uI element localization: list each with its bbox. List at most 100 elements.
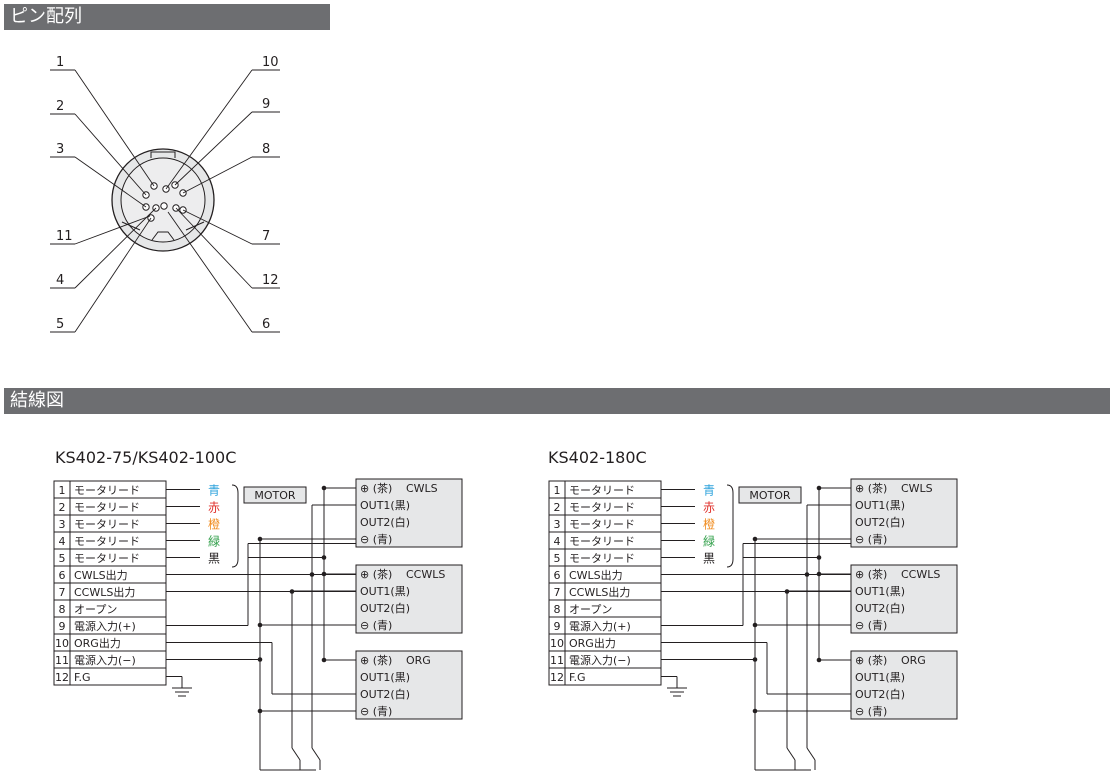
junction-dot [816,657,822,663]
pin-number: 4 [554,535,561,548]
sensor-out1-label: OUT1(黒) [855,585,905,598]
pin-leader-line [74,217,152,333]
sensor-box-ccwls [355,564,463,634]
pin-leader-line [74,215,151,245]
junction-dot [816,555,822,560]
pin-number-label: 1 [56,55,64,70]
wire-color-label: 緑 [208,534,220,549]
sensor-out1-label: OUT1(黒) [360,671,410,684]
junction-dot [321,657,327,663]
pin-function-label: モータリード [74,552,140,565]
pin-function-label: ORG出力 [569,636,616,650]
connector-top-key [150,151,176,158]
pin-function-label: 電源入力(+) [569,619,631,633]
pin-function-label: F.G [74,671,91,684]
pin-function-label: モータリード [569,501,635,514]
wire-color-label: 橙 [703,517,715,532]
pin-leader-line [74,113,147,196]
pin-number: 9 [59,620,66,633]
connector-face [120,157,206,243]
junction-dot [816,485,822,491]
pin-number: 12 [55,671,69,684]
pin-function-label: CCWLS出力 [569,585,630,599]
pin-leader-line [74,156,147,208]
pin-number: 1 [59,484,66,497]
pin-number: 3 [59,518,66,531]
motor-brace [231,484,239,568]
switch-contact [311,747,321,761]
pin-function-label: ORG出力 [74,636,121,650]
pin-number-label: 6 [262,317,270,332]
junction-dot [321,485,327,491]
wire-color-label: 黒 [208,552,220,566]
junction-dot [257,657,263,662]
sensor-name: CCWLS [901,568,940,581]
sensor-out2-label: OUT2(白) [855,687,905,701]
connector-bottom-key [121,221,205,241]
pin-number-label: 8 [262,142,270,157]
pin-leader-line [182,156,253,194]
sensor-box-cwls [850,478,958,548]
diagram-title-ks402-180c: KS402-180C [548,448,647,467]
sensor-name: ORG [406,654,431,667]
pin-number: 11 [550,654,564,667]
pin-number-label: 9 [262,97,270,112]
motor-box [243,486,307,504]
pin-number: 6 [59,569,66,582]
pin-number: 10 [550,637,564,650]
sensor-box-org [355,650,463,720]
pin-number: 7 [554,586,561,599]
switch-contact [786,747,796,761]
pin-number: 12 [550,671,564,684]
wire-color-label: 黒 [703,552,715,566]
sensor-minus-label: ⊖ (青) [855,705,887,718]
pin-number: 2 [59,501,66,514]
pin-number: 11 [55,654,69,667]
sensor-minus-label: ⊖ (青) [855,619,887,632]
pin-number: 7 [59,586,66,599]
sensor-out1-label: OUT1(黒) [855,499,905,512]
pin-function-label: モータリード [569,484,635,497]
wire-color-label: 赤 [703,501,715,515]
sensor-name: ORG [901,654,926,667]
junction-dot [257,708,263,714]
sensor-out1-label: OUT1(黒) [360,585,410,598]
pin-number: 2 [554,501,561,514]
junction-dot [257,622,263,628]
pin-function-label: モータリード [74,501,140,514]
sensor-box-org [850,650,958,720]
pin-leader-line [74,207,157,289]
pin-number-label: 7 [262,229,270,244]
sensor-name: CCWLS [406,568,445,581]
pin-number: 9 [554,620,561,633]
pin-function-label: オープン [569,603,612,616]
pin-function-label: モータリード [74,484,140,497]
pin-function-label: モータリード [74,518,140,531]
switch-contact [291,747,301,761]
pin-function-label: CWLS出力 [569,568,623,582]
pin-number-label: 3 [56,142,64,157]
sensor-plus-label: ⊕ (茶) [855,568,887,581]
pin-function-label: F.G [569,671,586,684]
pin-number-label: 2 [56,99,64,114]
pin-leader-line [174,111,253,186]
pin-leader-line [74,69,155,187]
wire-color-label: 青 [703,484,715,498]
sensor-out1-label: OUT1(黒) [855,671,905,684]
motor-brace [726,484,734,568]
diagram-title-ks402-75-100c: KS402-75/KS402-100C [55,448,237,467]
sensor-out2-label: OUT2(白) [360,687,410,701]
junction-dot [752,622,758,628]
pin-number: 6 [554,569,561,582]
pin-function-label: オープン [74,603,117,616]
pin-number-label: 10 [262,55,279,70]
sensor-minus-label: ⊖ (青) [855,533,887,546]
pin-leader-line [167,211,253,333]
pin-leader-line [182,209,253,245]
sensor-out2-label: OUT2(白) [360,515,410,529]
pin-function-label: モータリード [569,535,635,548]
